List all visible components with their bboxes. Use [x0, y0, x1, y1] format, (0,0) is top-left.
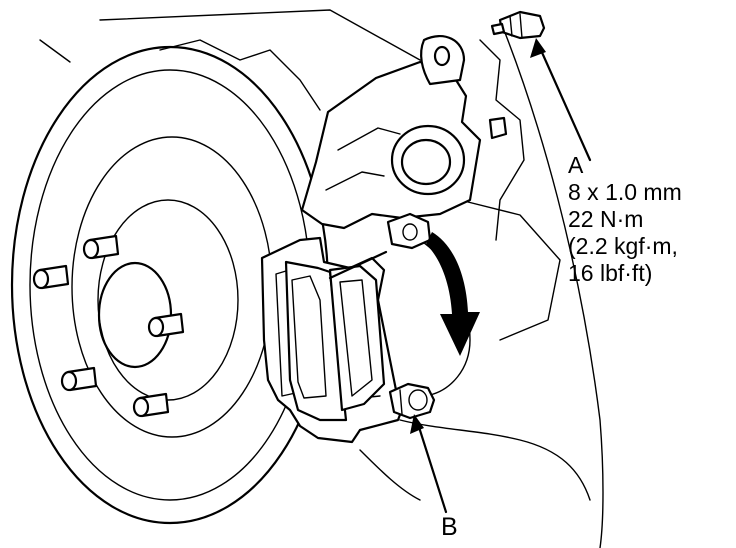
wheel-studs [32, 234, 185, 418]
wheel-stud [82, 234, 120, 260]
bolt-a [490, 10, 546, 40]
leader-arrow-a [530, 38, 592, 162]
callout-a-torque-kgfm: (2.2 kgf·m, [568, 233, 678, 259]
callout-a-letter: A [568, 152, 584, 178]
leader-arrow-b [410, 414, 448, 514]
wheel-stud [60, 366, 98, 392]
callout-a-label: A 8 x 1.0 mm 22 N·m (2.2 kgf·m, 16 lbf·f… [568, 152, 682, 287]
callout-a-torque-nm: 22 N·m [568, 206, 644, 232]
wheel-stud [32, 264, 70, 290]
wheel-stud [147, 312, 185, 338]
callout-a-torque-lbfft: 16 lbf·ft) [568, 260, 653, 286]
brake-pads [284, 250, 388, 422]
callout-b-label: B [441, 513, 458, 541]
callout-a-size: 8 x 1.0 mm [568, 179, 682, 205]
wheel-stud [132, 392, 170, 418]
rotation-arrow [426, 232, 480, 356]
brake-rotor [10, 45, 330, 525]
bolt-b [388, 382, 436, 420]
caliper-body [300, 35, 508, 250]
